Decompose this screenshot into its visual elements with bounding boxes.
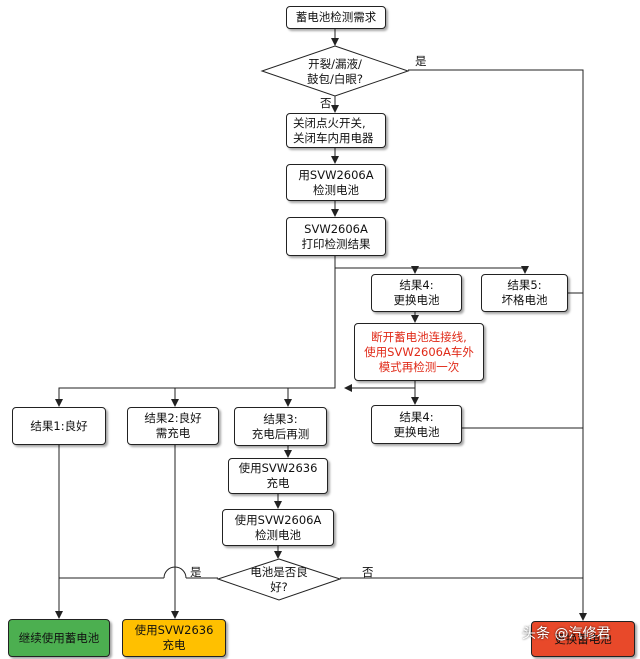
node-text: 使用SVW2636 [134, 623, 214, 637]
node-decision-damage: 开裂/漏液/ 鼓包/白眼? [280, 57, 390, 87]
label-damage-no: 否 [320, 96, 332, 110]
node-text: 更换电池 [393, 424, 440, 439]
node-text: 模式再检测一次 [378, 359, 460, 374]
node-text: 需充电 [155, 426, 191, 440]
node-charge-final: 使用SVW2636 充电 [122, 619, 226, 657]
node-charge: 使用SVW2636 充电 [228, 458, 328, 494]
node-text: 充电 [162, 638, 186, 652]
node-start: 蓄电池检测需求 [286, 6, 386, 29]
node-text: 结果4: [399, 409, 434, 424]
node-text: 坏格电池 [501, 293, 548, 307]
node-text: 结果4: [399, 278, 434, 292]
node-text: 鼓包/白眼? [307, 72, 363, 86]
node-text: 打印检测结果 [301, 236, 371, 251]
node-text: 检测电池 [255, 527, 301, 542]
node-text: 蓄电池检测需求 [295, 10, 377, 24]
node-text: SVW2606A [304, 221, 368, 236]
watermark: 头条 @汽修君 [522, 626, 611, 642]
node-text: 使用SVW2606A [234, 512, 322, 527]
node-text: 电池是否良 [250, 565, 308, 579]
node-text: 使用SVW2606A车外 [364, 344, 474, 359]
node-text: 结果3: [263, 411, 298, 426]
node-result1: 结果1:良好 [12, 407, 106, 445]
node-text: 断开蓄电池连接线, [371, 329, 467, 344]
node-replace-final: 更换蓄电池 [531, 621, 635, 657]
label-good-yes: 是 [190, 565, 202, 579]
node-text: 关闭车内用电器 [293, 130, 374, 145]
node-decision-good: 电池是否良 好? [238, 565, 320, 595]
label-good-no: 否 [362, 565, 374, 579]
node-result4-bottom: 结果4: 更换电池 [371, 405, 462, 444]
node-test1: 用SVW2606A 检测电池 [286, 164, 386, 201]
node-result5: 结果5: 坏格电池 [481, 274, 568, 312]
node-result3: 结果3: 充电后再测 [234, 407, 327, 446]
node-disconnect: 断开蓄电池连接线, 使用SVW2606A车外 模式再检测一次 [354, 323, 484, 381]
node-continue-use: 继续使用蓄电池 [8, 619, 110, 657]
node-text: 结果2:良好 [144, 411, 202, 425]
node-text: 结果1:良好 [30, 418, 88, 433]
decision-good-diamond [216, 558, 342, 601]
node-test2: 使用SVW2606A 检测电池 [222, 509, 334, 546]
decision-damage-diamond [260, 45, 410, 97]
node-result2: 结果2:良好 需充电 [127, 407, 219, 445]
node-result4-top: 结果4: 更换电池 [371, 274, 462, 312]
node-text: 开裂/漏液/ [308, 57, 362, 71]
node-text: 继续使用蓄电池 [18, 630, 100, 645]
node-text: 使用SVW2636 [238, 461, 318, 475]
node-text: 更换蓄电池 [554, 631, 612, 646]
node-text: 更换电池 [393, 293, 440, 307]
node-turn-off: 关闭点火开关, 关闭车内用电器 [286, 113, 386, 148]
node-text: 充电 [266, 476, 290, 490]
node-text: 结果5: [507, 278, 542, 292]
label-damage-yes: 是 [415, 54, 427, 68]
node-text: 好? [270, 580, 288, 594]
node-text: 用SVW2606A [298, 167, 374, 182]
node-text: 检测电池 [313, 182, 359, 197]
node-text: 关闭点火开关, [293, 115, 366, 130]
node-text: 充电后再测 [251, 426, 310, 441]
node-print: SVW2606A 打印检测结果 [286, 217, 386, 256]
